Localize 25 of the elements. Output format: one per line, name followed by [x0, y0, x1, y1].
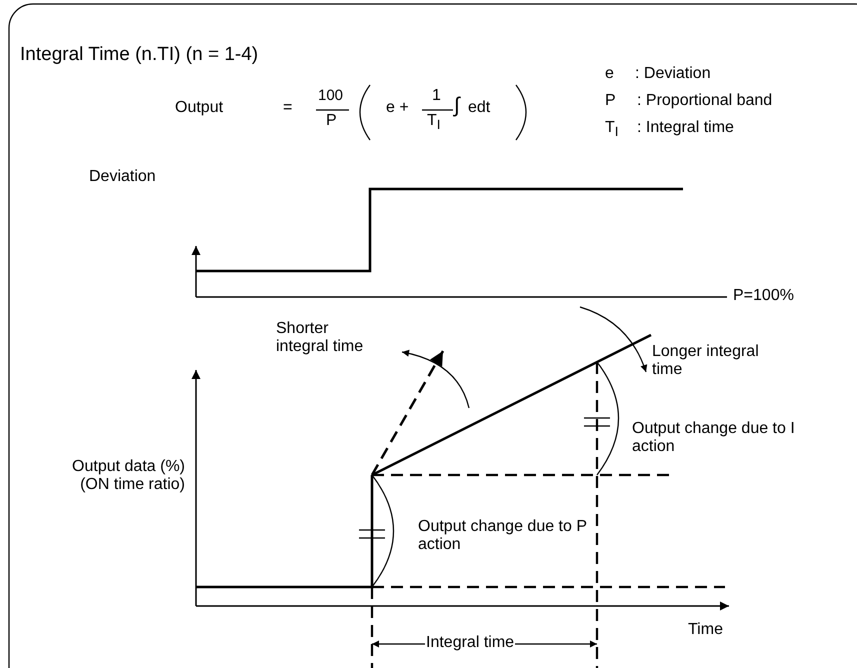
formula-text: T$_{I}$ — [427, 112, 440, 132]
level-label: P=100% — [733, 287, 794, 306]
annotation-text: Shorter integral time — [276, 320, 364, 357]
symbol-definition: : Proportional band — [637, 92, 772, 110]
formula-text: 100 — [318, 87, 344, 104]
annotation-text: Output change due to I action — [632, 420, 796, 457]
symbol-definition: : Integral time — [637, 119, 734, 138]
formula-text: P — [326, 112, 337, 130]
annotation-text: Longer integral time — [652, 343, 760, 380]
formula-text: edt — [468, 99, 490, 118]
annotation-text: Output change due to P action — [418, 518, 588, 555]
diagram-title: Integral Time (n.TI) (n = 1-4) — [20, 44, 258, 66]
formula-text: e + — [386, 99, 409, 118]
dimension-label: Integral time — [425, 634, 516, 652]
formula-text: 1 — [432, 87, 441, 106]
formula-text: = — [283, 99, 292, 118]
formula-text: Output — [175, 99, 224, 118]
formula-text: ∫ — [454, 94, 460, 118]
variable-symbol: P — [605, 92, 616, 110]
variable-symbol: e — [605, 65, 614, 84]
variable-symbol: T$_{I}$ — [605, 119, 618, 140]
axis-label: Deviation — [89, 168, 156, 186]
symbol-definition: : Deviation — [635, 65, 711, 84]
axis-label: Time — [688, 621, 723, 640]
axis-label: Output data (%) (ON time ratio) — [71, 458, 185, 495]
